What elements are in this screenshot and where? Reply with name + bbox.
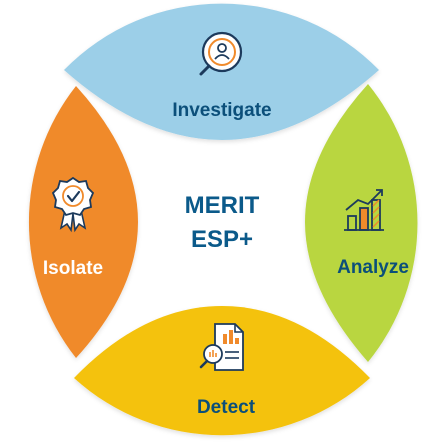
segment-detect-label: Detect xyxy=(197,397,256,418)
segment-investigate[interactable]: Investigate xyxy=(64,3,379,141)
segment-detect[interactable]: Detect xyxy=(74,306,370,436)
badge-check-icon xyxy=(51,176,95,233)
center-title-line2: ESP+ xyxy=(191,226,253,253)
segment-investigate-label: Investigate xyxy=(172,100,271,121)
segment-isolate[interactable]: Isolate xyxy=(28,86,139,358)
center-title: MERIT ESP+ xyxy=(185,192,260,253)
magnifier-person-icon xyxy=(199,31,243,76)
segment-analyze-label: Analyze xyxy=(337,257,409,278)
document-magnifier-icon xyxy=(199,323,244,371)
bar-chart-growth-icon xyxy=(344,189,384,231)
segment-isolate-label: Isolate xyxy=(43,258,103,279)
center-title-line1: MERIT xyxy=(185,192,260,219)
segment-analyze[interactable]: Analyze xyxy=(305,84,418,362)
